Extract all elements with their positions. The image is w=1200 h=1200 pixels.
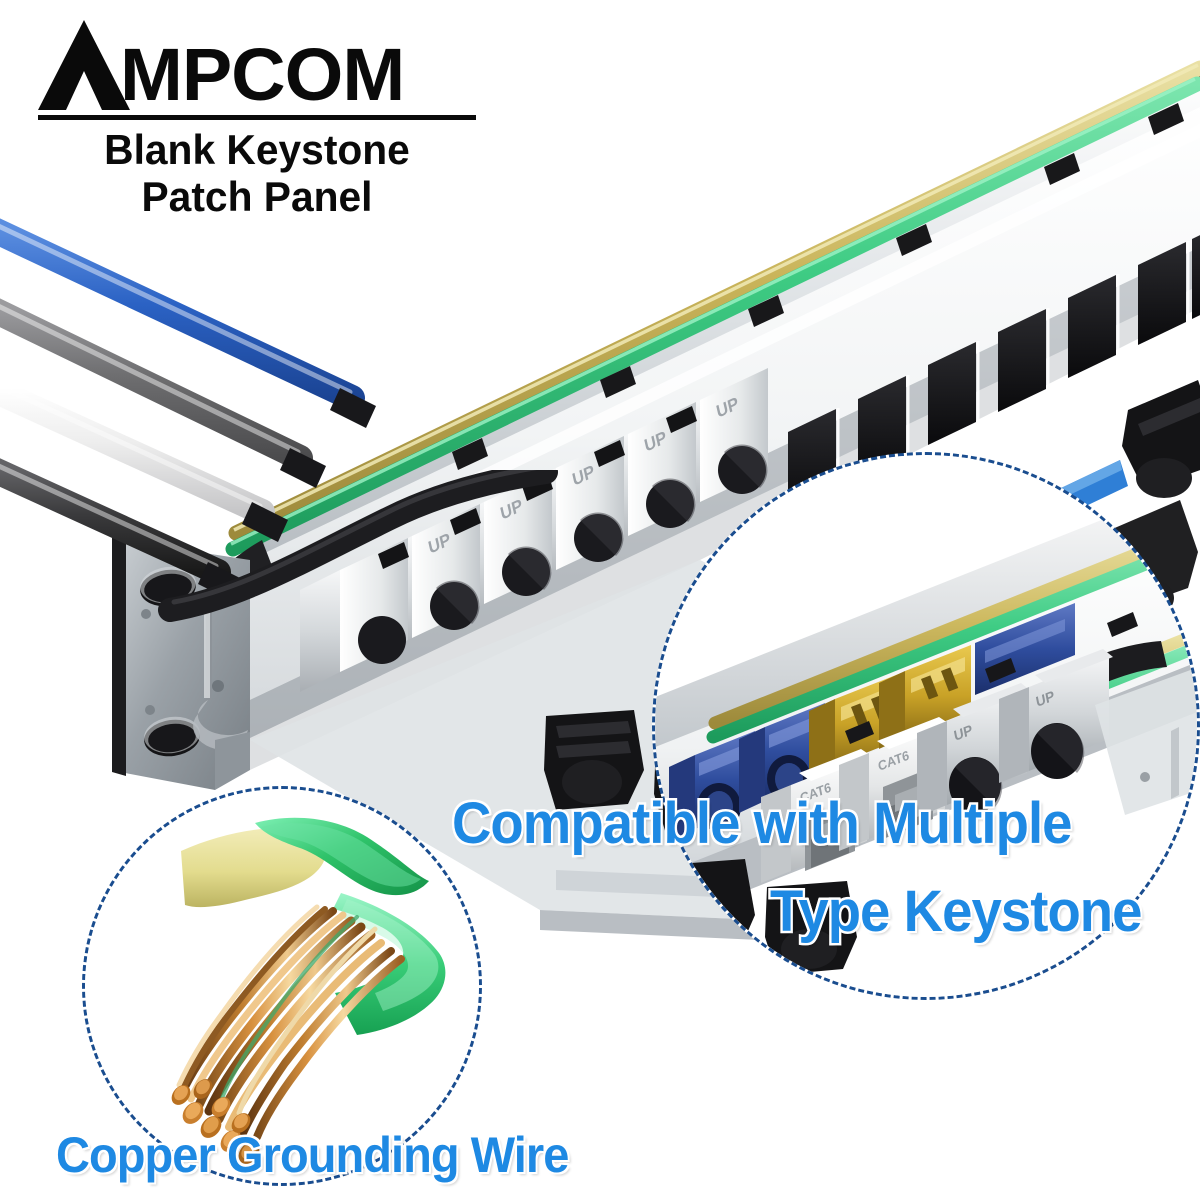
cable-bundle bbox=[0, 180, 430, 602]
callout-copper-grounding-wire: Copper Grounding Wire bbox=[54, 1125, 572, 1186]
callout-compatible-line2: Type Keystone bbox=[768, 877, 1145, 947]
shielded-keystone-modules: UP UP UP UP UP bbox=[300, 368, 768, 692]
shielded-label-2: UP bbox=[1035, 687, 1056, 710]
grounding-wire bbox=[190, 60, 1200, 624]
brand-wordmark: MPCOM bbox=[120, 32, 405, 116]
copper-inset-content bbox=[85, 789, 479, 1183]
brand-header: MPCOM Blank Keystone Patch Panel bbox=[38, 18, 488, 219]
copper-grounding-wire-inset bbox=[82, 786, 482, 1186]
product-tagline-line1: Blank Keystone bbox=[104, 126, 410, 173]
callout-compatible-line1: Compatible with Multiple bbox=[450, 789, 1075, 859]
shielded-keystone-2: UP bbox=[999, 649, 1113, 783]
lambda-a-icon bbox=[38, 18, 130, 110]
brand-divider bbox=[38, 115, 476, 120]
wire-retention-tabs bbox=[452, 103, 1184, 470]
keystone-inset-content: CAT6 CAT6 bbox=[655, 455, 1197, 997]
product-tagline-line2: Patch Panel bbox=[141, 172, 373, 220]
shielded-label-1: UP bbox=[953, 721, 974, 744]
brand-logo: MPCOM bbox=[38, 18, 488, 116]
sc-fiber-adapter-2 bbox=[879, 645, 971, 749]
black-ground-cable-boot bbox=[150, 460, 570, 650]
empty-keystone-slots bbox=[788, 235, 1200, 512]
keystone-compatibility-inset: CAT6 CAT6 bbox=[652, 452, 1200, 1000]
